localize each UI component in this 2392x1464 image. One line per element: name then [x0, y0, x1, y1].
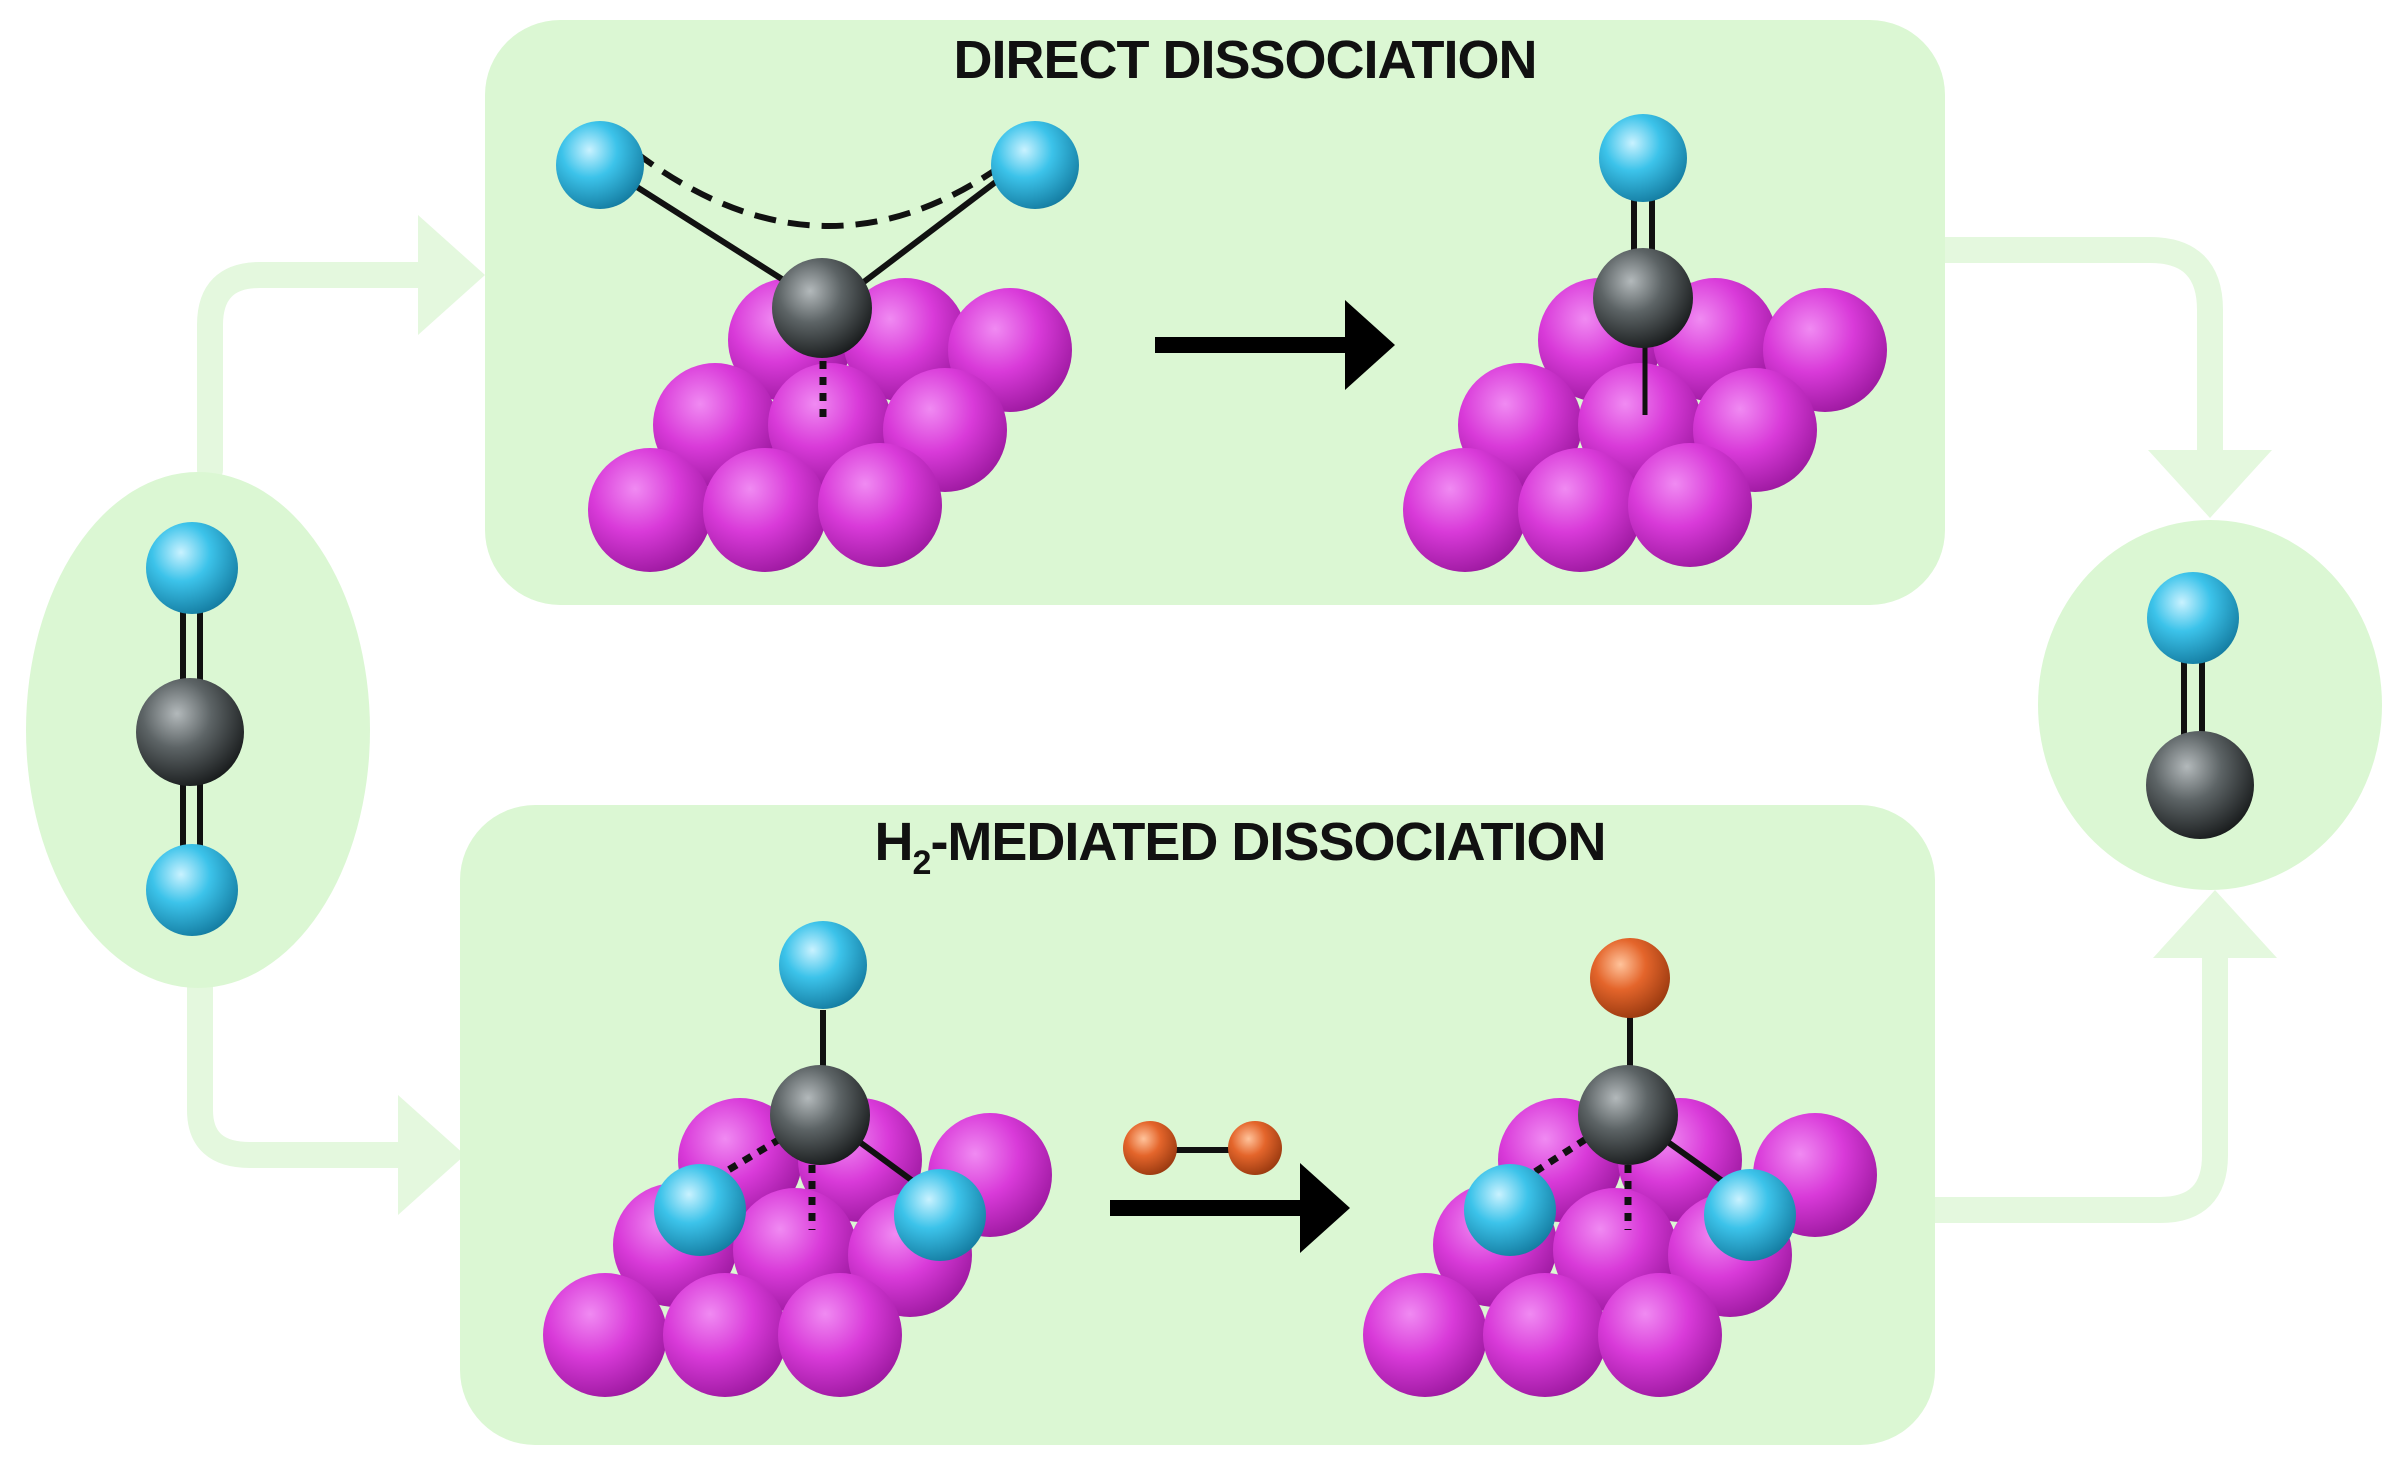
arrow-head	[1345, 300, 1395, 390]
direct-final-state	[1403, 114, 1887, 572]
oxygen-atom-left	[1464, 1164, 1556, 1256]
arrow-shaft	[1110, 1200, 1310, 1216]
direct-dissociation-title: DIRECT DISSOCIATION	[953, 30, 1536, 90]
carbon-atom	[772, 258, 872, 358]
oxygen-atom-right	[991, 121, 1079, 209]
metal-atom	[1483, 1273, 1607, 1397]
flow-arrows	[187, 237, 2228, 1223]
flow-arrow-from-direct	[1932, 237, 2223, 463]
flow-arrow-heads	[398, 215, 2277, 1215]
carbon-atom	[770, 1065, 870, 1165]
flow-arrow-to-direct	[197, 262, 443, 483]
oxygen-atom-top	[779, 921, 867, 1009]
co2-oxygen-atom-bottom	[146, 844, 238, 936]
arrow-head-to-h2	[398, 1095, 465, 1215]
oxygen-atom-left	[654, 1164, 746, 1256]
product-co-molecule	[2146, 572, 2254, 839]
oxygen-atom-left	[556, 121, 644, 209]
oxygen-atom-right	[1704, 1169, 1796, 1261]
co-bond-right	[838, 162, 1020, 303]
flow-arrow-to-h2	[187, 972, 423, 1168]
metal-atom	[1363, 1273, 1487, 1397]
metal-atom	[1598, 1273, 1722, 1397]
metal-atom	[1403, 448, 1527, 572]
co-bond-left	[608, 167, 817, 303]
co-carbon-atom	[2146, 731, 2254, 839]
h2-initial-state	[543, 921, 1052, 1397]
flow-arrow-from-h2	[1922, 937, 2228, 1223]
h2-reaction-arrow	[1110, 1163, 1350, 1253]
oxygen-atom-right	[894, 1169, 986, 1261]
reactant-co2-molecule	[136, 522, 244, 936]
c-o-left-dotted-bond	[1528, 1127, 1602, 1178]
product-co-ellipse	[2038, 520, 2382, 890]
arrow-head-to-direct	[418, 215, 485, 335]
co-oxygen-atom	[2147, 572, 2239, 664]
direct-initial-state	[556, 121, 1079, 572]
metal-atom	[1518, 448, 1642, 572]
metal-atom	[588, 448, 712, 572]
metal-atom	[778, 1273, 902, 1397]
metal-surface-direct-initial	[588, 278, 1072, 572]
hydrogen-atom	[1590, 938, 1670, 1018]
carbon-atom	[1593, 248, 1693, 348]
hydrogen-atom-left	[1123, 1121, 1177, 1175]
h2-final-state	[1363, 938, 1877, 1397]
co2-oxygen-atom-top	[146, 522, 238, 614]
co2-carbon-atom	[136, 678, 244, 786]
arrow-head-from-h2	[2153, 890, 2277, 958]
metal-atom	[818, 443, 942, 567]
c-o-left-dotted-bond	[718, 1126, 797, 1179]
partial-bond-arc	[633, 149, 1022, 229]
metal-atom	[1628, 443, 1752, 567]
arrow-shaft	[1155, 337, 1355, 353]
metal-atom	[663, 1273, 787, 1397]
metal-atom	[1763, 288, 1887, 412]
metal-atom	[703, 448, 827, 572]
metal-atom	[543, 1273, 667, 1397]
h2-mediated-dissociation-title: H2-MEDIATED DISSOCIATION	[875, 812, 1606, 882]
h2-molecule	[1123, 1121, 1282, 1175]
hydrogen-atom-right	[1228, 1121, 1282, 1175]
oxygen-atom	[1599, 114, 1687, 202]
carbon-atom	[1578, 1065, 1678, 1165]
arrow-head	[1300, 1163, 1350, 1253]
arrow-head-from-direct	[2148, 450, 2272, 518]
direct-reaction-arrow	[1155, 300, 1395, 390]
